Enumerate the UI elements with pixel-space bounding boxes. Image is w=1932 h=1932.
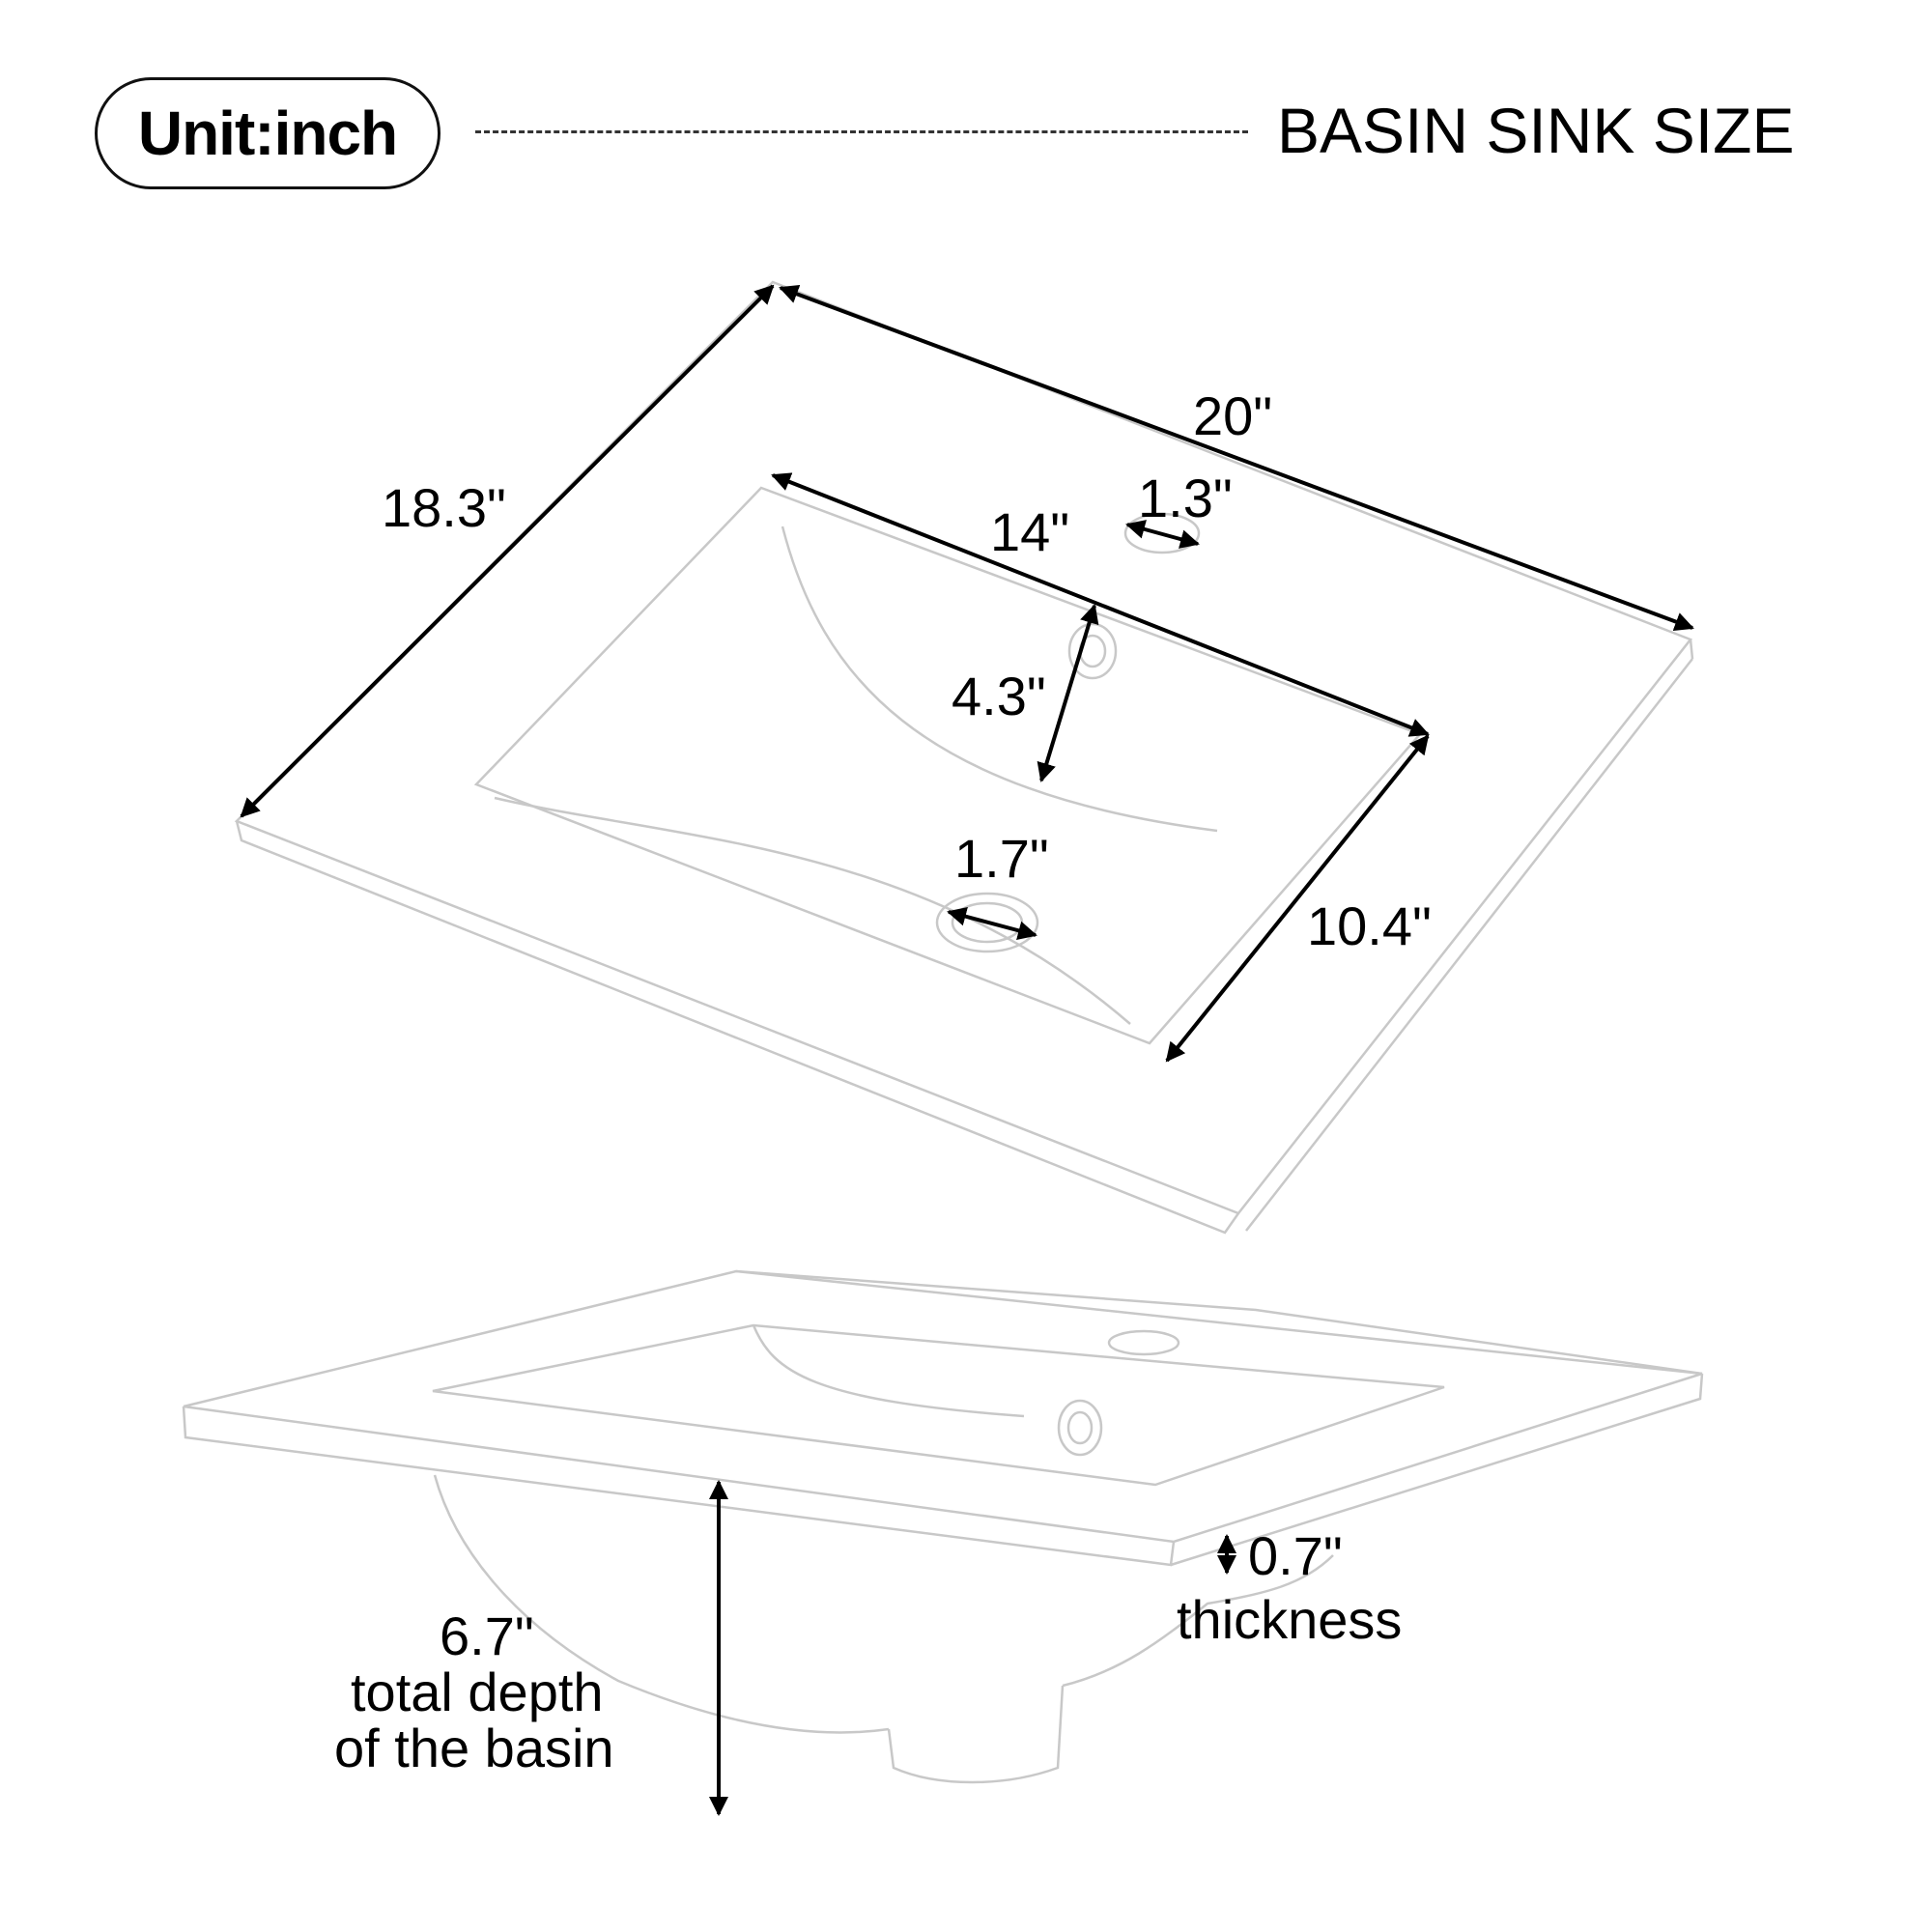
header-dashed-rule — [475, 130, 1248, 133]
label-thickness-caption: thickness — [1177, 1589, 1403, 1650]
sink-rim-front — [182, 1406, 1176, 1567]
page-title: BASIN SINK SIZE — [1277, 95, 1795, 166]
arrow-faucet-to-drain — [1037, 604, 1099, 782]
label-bowl-width: 14" — [990, 501, 1070, 562]
dimension-arrows-perspective — [709, 1480, 1236, 1816]
arrow-drain-hole — [947, 906, 1037, 941]
label-drain-hole: 1.7" — [954, 828, 1049, 889]
arrow-overall-width — [779, 284, 1694, 632]
label-faucet-hole: 1.3" — [1138, 468, 1233, 528]
top-view-sink — [234, 280, 1694, 1235]
unit-label: Unit:inch — [137, 99, 398, 168]
sink-rim-top — [183, 1269, 1703, 1544]
drain-tail — [887, 1685, 1065, 1784]
perspective-view-sink — [182, 1269, 1704, 1784]
label-total-depth-caption-1: total depth — [351, 1662, 604, 1722]
arrow-faucet-hole — [1125, 520, 1200, 549]
drain-hole — [935, 892, 1039, 953]
arrow-bowl-width — [771, 472, 1430, 737]
dimension-arrows-top — [240, 284, 1694, 1063]
label-thickness-value: 0.7" — [1248, 1525, 1343, 1586]
label-total-depth-value: 6.7" — [440, 1605, 534, 1666]
faucet-hole-perspective — [1107, 1329, 1180, 1356]
arrow-bowl-depth — [1165, 734, 1430, 1063]
sink-top-outline — [234, 280, 1693, 1215]
label-total-depth-caption-2: of the basin — [334, 1718, 614, 1778]
bowl-underside — [433, 1474, 890, 1734]
bowl-outline — [473, 486, 1423, 1045]
label-overall-width: 20" — [1193, 385, 1273, 446]
label-bowl-depth: 10.4" — [1307, 895, 1432, 956]
sink-front-edge — [235, 820, 1240, 1235]
bowl-opening — [432, 1323, 1445, 1487]
overflow-perspective — [1057, 1399, 1103, 1457]
unit-badge: Unit:inch — [95, 77, 440, 189]
label-overall-depth: 18.3" — [382, 477, 506, 538]
label-faucet-to-drain: 4.3" — [952, 666, 1046, 726]
arrow-overall-depth — [240, 284, 775, 818]
sink-rim-back-lip — [735, 1269, 1703, 1376]
sink-right-edge — [1689, 639, 1694, 660]
